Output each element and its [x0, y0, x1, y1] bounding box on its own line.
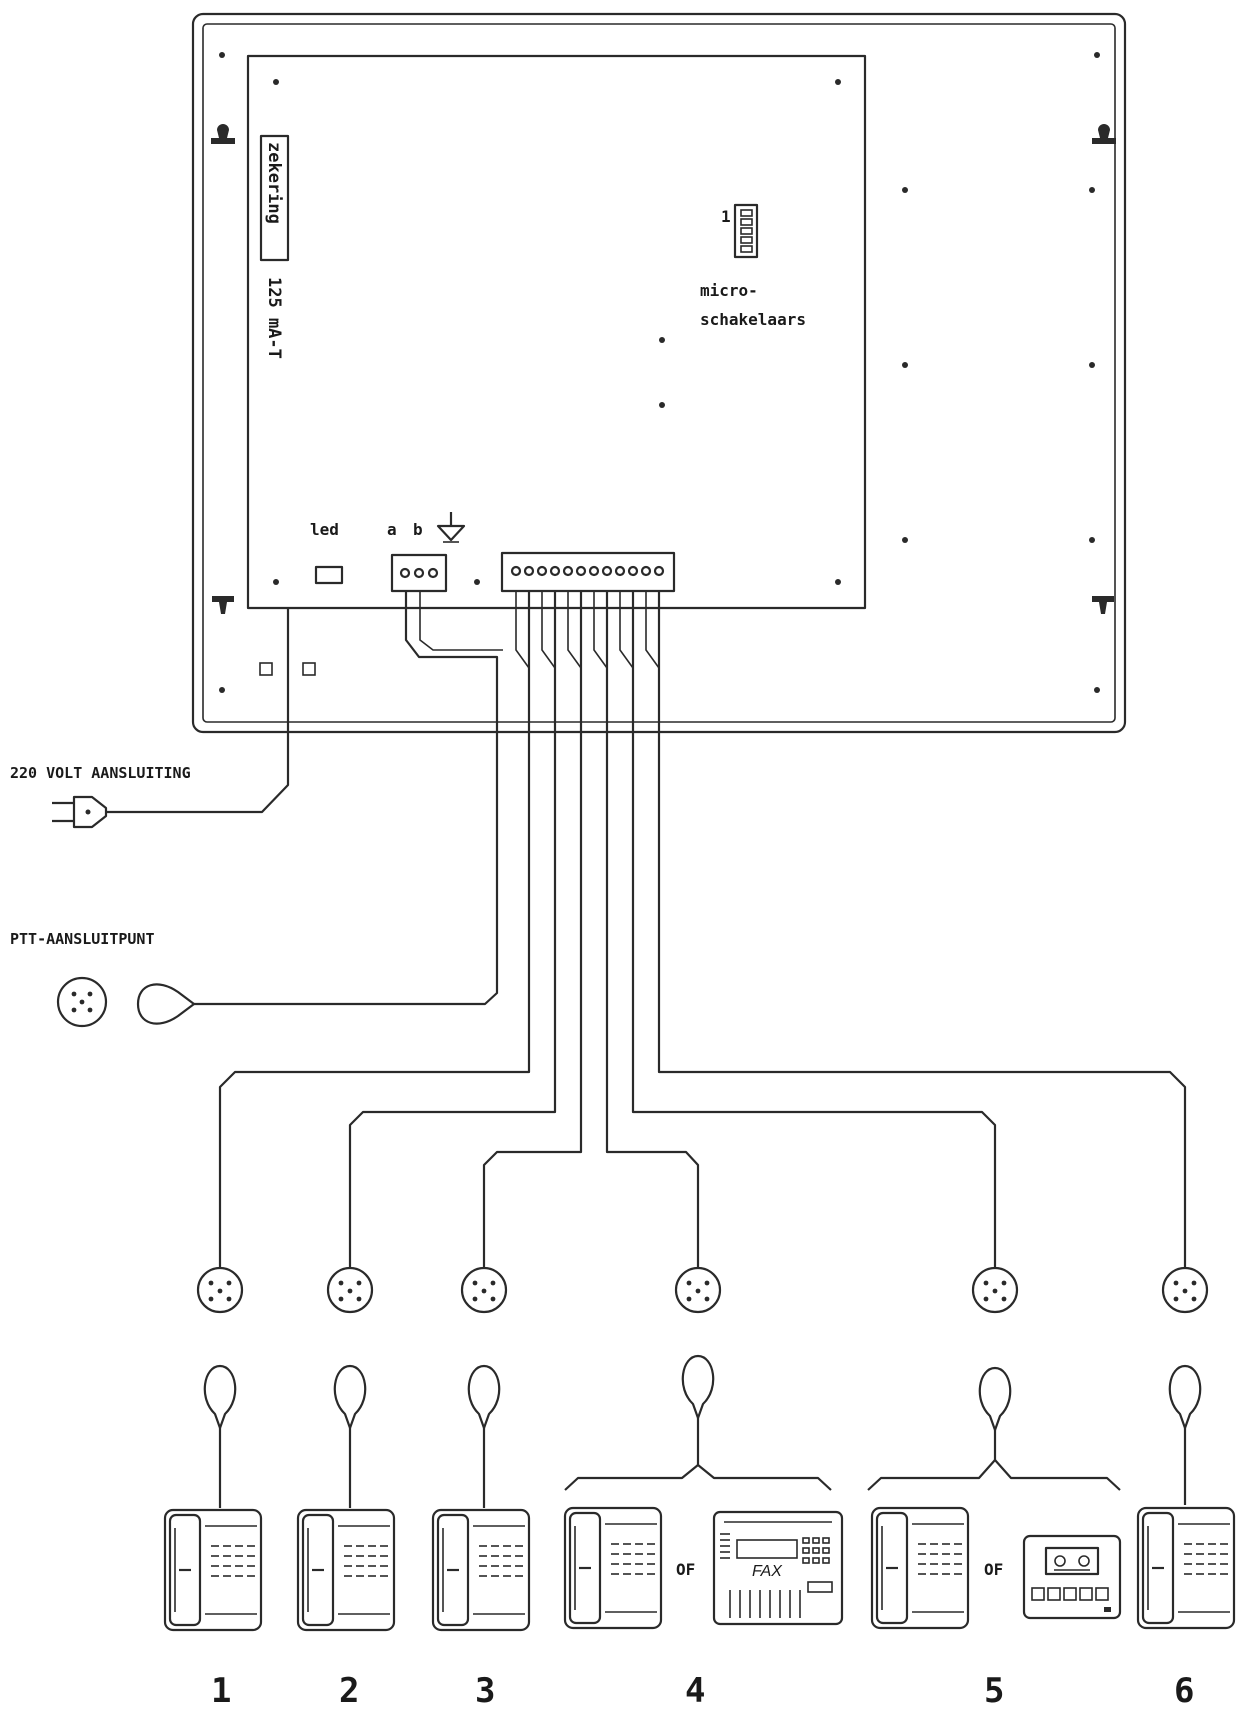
extension-number-4: 4 — [685, 1671, 705, 1711]
extension-socket-1 — [196, 1266, 244, 1314]
extension-number-5: 5 — [984, 1671, 1004, 1711]
extension-number-6: 6 — [1174, 1671, 1194, 1711]
extension-wiring — [218, 591, 1187, 1268]
telephone-icon — [163, 1508, 263, 1632]
extension-connector — [500, 551, 676, 593]
plug-icon — [681, 1354, 715, 1420]
extension-socket-6 — [1161, 1266, 1209, 1314]
telephone-icon — [870, 1506, 970, 1630]
or-label-4: OF — [676, 1560, 695, 1579]
extension-plugs — [203, 1354, 1202, 1432]
plug-icon — [203, 1364, 237, 1430]
fax-label: FAX — [752, 1563, 783, 1580]
power-cable: 220 VOLT AANSLUITING — [10, 608, 290, 829]
plug-icon — [1168, 1364, 1202, 1430]
answering-machine-icon — [1022, 1534, 1122, 1620]
ptt-wall-socket-icon — [56, 976, 108, 1028]
extension-socket-4 — [674, 1266, 722, 1314]
micro-switches: 1 micro- schakelaars — [700, 203, 806, 329]
choice-bracket-4 — [564, 1463, 832, 1491]
telephone-icon — [1136, 1506, 1236, 1630]
extension-socket-3 — [460, 1266, 508, 1314]
extension-sockets — [196, 1266, 1209, 1314]
extension-number-3: 3 — [475, 1671, 495, 1711]
telephone-icon — [431, 1508, 531, 1632]
ptt-plug-icon — [136, 983, 196, 1025]
status-led: led — [310, 520, 344, 585]
choice-bracket-5 — [867, 1458, 1121, 1491]
plug-icon — [333, 1364, 367, 1430]
extension-socket-5 — [971, 1266, 1019, 1314]
or-label-5: OF — [984, 1560, 1003, 1579]
fuse-label: zekering — [264, 142, 284, 224]
extension-socket-2 — [326, 1266, 374, 1314]
telephones — [163, 1506, 1236, 1632]
extension-numbers: 1 2 3 4 5 6 — [211, 1671, 1194, 1711]
dip-number: 1 — [721, 207, 731, 226]
plug-icon — [978, 1366, 1012, 1432]
fuse-rating: 125 mA-T — [264, 277, 284, 359]
ptt-line: PTT-AANSLUITPUNT — [10, 591, 503, 1028]
extension-number-2: 2 — [339, 1671, 359, 1711]
line-terminal-ab: a b — [387, 512, 466, 593]
fax-machine-icon: FAX — [712, 1510, 844, 1626]
telephone-icon — [563, 1506, 663, 1630]
circuit-board: zekering 125 mA-T 1 micro- schakelaars l… — [246, 54, 867, 610]
telephone-icon — [296, 1508, 396, 1632]
led-label: led — [310, 520, 339, 539]
terminal-b-label: b — [413, 520, 423, 539]
ground-icon — [436, 512, 466, 543]
terminal-a-label: a — [387, 520, 397, 539]
plug-icon — [467, 1364, 501, 1430]
mains-plug-icon — [52, 795, 108, 829]
micro-switches-label-1: micro- — [700, 281, 758, 300]
ptt-label: PTT-AANSLUITPUNT — [10, 930, 155, 948]
extension-number-1: 1 — [211, 1671, 231, 1711]
micro-switches-label-2: schakelaars — [700, 310, 806, 329]
power-label: 220 VOLT AANSLUITING — [10, 764, 191, 782]
fuse: zekering 125 mA-T — [259, 134, 290, 359]
